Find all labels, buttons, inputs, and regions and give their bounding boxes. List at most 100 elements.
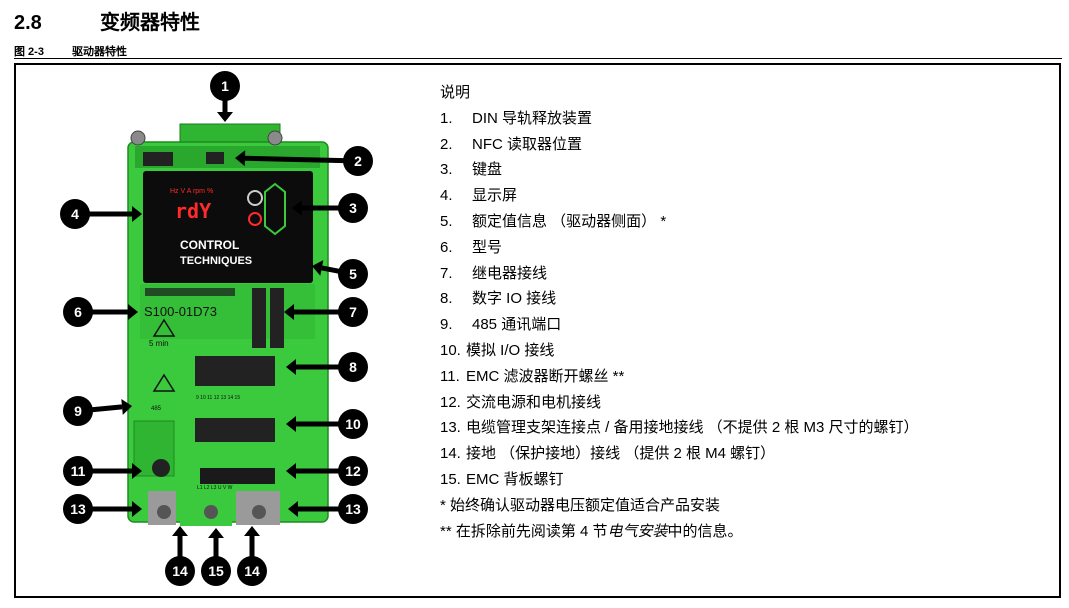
callout-number: 6 bbox=[74, 304, 82, 320]
legend-item-text: NFC 读取器位置 bbox=[472, 135, 582, 153]
legend: 说明 1.DIN 导轨释放装置 2.NFC 读取器位置 3.键盘 4.显示屏 5… bbox=[440, 80, 919, 544]
callout-badge bbox=[63, 396, 93, 426]
legend-item-number: 3. bbox=[440, 161, 453, 179]
legend-note-2-text: ** 在拆除前先阅读第 4 节 bbox=[440, 522, 608, 540]
callout-number: 1 bbox=[221, 78, 229, 94]
callout-arrow-head bbox=[128, 304, 138, 320]
drive-indicators: Hz V A rpm % bbox=[170, 188, 213, 195]
callout-number: 13 bbox=[70, 501, 86, 517]
figure-frame bbox=[14, 63, 1061, 598]
callout-badge bbox=[210, 71, 240, 101]
callout-arrow-line bbox=[321, 265, 340, 274]
drive-model-label: S100-01D73 bbox=[144, 304, 217, 319]
callout-arrow-line bbox=[91, 404, 123, 413]
legend-item-number: 5. bbox=[440, 212, 453, 230]
callout-number: 5 bbox=[349, 266, 357, 282]
callout-arrow-head bbox=[132, 463, 142, 479]
callout-badge bbox=[63, 297, 93, 327]
callout-arrow-head bbox=[288, 501, 298, 517]
legend-item: 4. 显示屏 bbox=[440, 183, 919, 209]
callout-arrow-head bbox=[284, 304, 294, 320]
legend-list: 1.DIN 导轨释放装置 2.NFC 读取器位置 3.键盘 4.显示屏 5.额定… bbox=[440, 106, 919, 493]
callout-badge bbox=[63, 456, 93, 486]
callout-arrow-head bbox=[217, 112, 233, 122]
callout-number: 2 bbox=[354, 153, 362, 169]
drive-warning-time: 5 min bbox=[149, 339, 169, 348]
callout-arrow-head bbox=[292, 200, 302, 216]
callout-number: 9 bbox=[74, 403, 82, 419]
callout-badge bbox=[165, 556, 195, 586]
callout-arrow-head bbox=[286, 463, 296, 479]
legend-item-number: 6. bbox=[440, 238, 453, 256]
callout-arrow-head bbox=[121, 398, 132, 415]
legend-item: 12.交流电源和电机接线 bbox=[440, 390, 919, 416]
drive-port-label: 485 bbox=[151, 406, 162, 412]
legend-item-number: 4. bbox=[440, 187, 453, 205]
callout-number: 7 bbox=[349, 304, 357, 320]
legend-item: 10.模拟 I/O 接线 bbox=[440, 338, 919, 364]
legend-title: 说明 bbox=[440, 84, 471, 101]
legend-item: 8. 数字 IO 接线 bbox=[440, 286, 919, 312]
callout-arrow-head bbox=[132, 501, 142, 517]
callout-badge bbox=[338, 297, 368, 327]
callout-arrow-line bbox=[244, 155, 345, 164]
legend-item-text: 键盘 bbox=[472, 161, 503, 179]
callout-badge bbox=[338, 409, 368, 439]
callout-badge bbox=[343, 146, 373, 176]
legend-item: 6. 型号 bbox=[440, 235, 919, 261]
callout-badge bbox=[63, 494, 93, 524]
legend-item-text: 型号 bbox=[472, 238, 503, 256]
legend-item: 7. 继电器接线 bbox=[440, 261, 919, 287]
legend-item-number: 2. bbox=[440, 135, 453, 153]
callout-number: 14 bbox=[172, 563, 188, 579]
callout-number: 3 bbox=[349, 200, 357, 216]
legend-item-number: 12. bbox=[440, 393, 461, 411]
callout-arrow-head bbox=[286, 359, 296, 375]
callout-badge bbox=[338, 193, 368, 223]
legend-item: 13.电缆管理支架连接点 / 备用接地接线 （不提供 2 根 M3 尺寸的螺钉） bbox=[440, 415, 919, 441]
legend-item-text: 数字 IO 接线 bbox=[472, 290, 557, 308]
drive-diagram: Hz V A rpm % rdY CONTROL TECHNIQUES S100… bbox=[60, 71, 373, 586]
legend-item-number: 8. bbox=[440, 290, 453, 308]
legend-item-text: 485 通讯端口 bbox=[472, 316, 562, 334]
figure-number: 图 2-3 bbox=[14, 46, 44, 58]
legend-item-text: 额定值信息 （驱动器侧面） * bbox=[472, 212, 667, 230]
legend-item: 11.EMC 滤波器断开螺丝 ** bbox=[440, 364, 919, 390]
legend-note-2-tail: 中的信息。 bbox=[667, 522, 743, 540]
callout-arrow-head bbox=[286, 416, 296, 432]
legend-item-text: 继电器接线 bbox=[472, 264, 548, 282]
callout-badge bbox=[338, 456, 368, 486]
legend-note-2: ** 在拆除前先阅读第 4 节电气安装中的信息。 bbox=[440, 519, 919, 545]
legend-item: 15.EMC 背板螺钉 bbox=[440, 467, 919, 493]
drive-brand-line1: CONTROL bbox=[180, 238, 239, 252]
legend-item-text: 显示屏 bbox=[472, 187, 518, 205]
legend-item: 2. NFC 读取器位置 bbox=[440, 132, 919, 158]
legend-item-number: 7. bbox=[440, 264, 453, 282]
callout-arrow-head bbox=[172, 526, 188, 536]
legend-item-number: 1. bbox=[440, 109, 453, 127]
legend-item-text: 接地 （保护接地）接线 （提供 2 根 M4 螺钉） bbox=[466, 445, 776, 463]
callout-badge bbox=[201, 556, 231, 586]
legend-item-text: EMC 滤波器断开螺丝 ** bbox=[466, 367, 625, 385]
callout-number: 10 bbox=[345, 416, 361, 432]
section-number: 2.8 bbox=[14, 12, 42, 34]
legend-item-text: 电缆管理支架连接点 / 备用接地接线 （不提供 2 根 M3 尺寸的螺钉） bbox=[466, 419, 919, 437]
legend-item-number: 10. bbox=[440, 341, 461, 359]
callout-number: 15 bbox=[208, 563, 224, 579]
callout-arrow-head bbox=[208, 528, 224, 538]
callout-badge bbox=[60, 199, 90, 229]
legend-item: 5. 额定值信息 （驱动器侧面） * bbox=[440, 209, 919, 235]
callout-number: 11 bbox=[71, 463, 86, 479]
drive-io-pins: 9 10 11 12 13 14 15 bbox=[196, 395, 240, 401]
callout-number: 14 bbox=[244, 563, 260, 579]
drive-body bbox=[127, 123, 329, 526]
legend-item-text: EMC 背板螺钉 bbox=[466, 470, 564, 488]
legend-item: 3. 键盘 bbox=[440, 157, 919, 183]
callout-badge bbox=[338, 494, 368, 524]
legend-item: 14.接地 （保护接地）接线 （提供 2 根 M4 螺钉） bbox=[440, 441, 919, 467]
callout-number: 8 bbox=[349, 359, 357, 375]
drive-display-text: rdY bbox=[175, 199, 211, 223]
callout-arrow-head bbox=[132, 206, 142, 222]
